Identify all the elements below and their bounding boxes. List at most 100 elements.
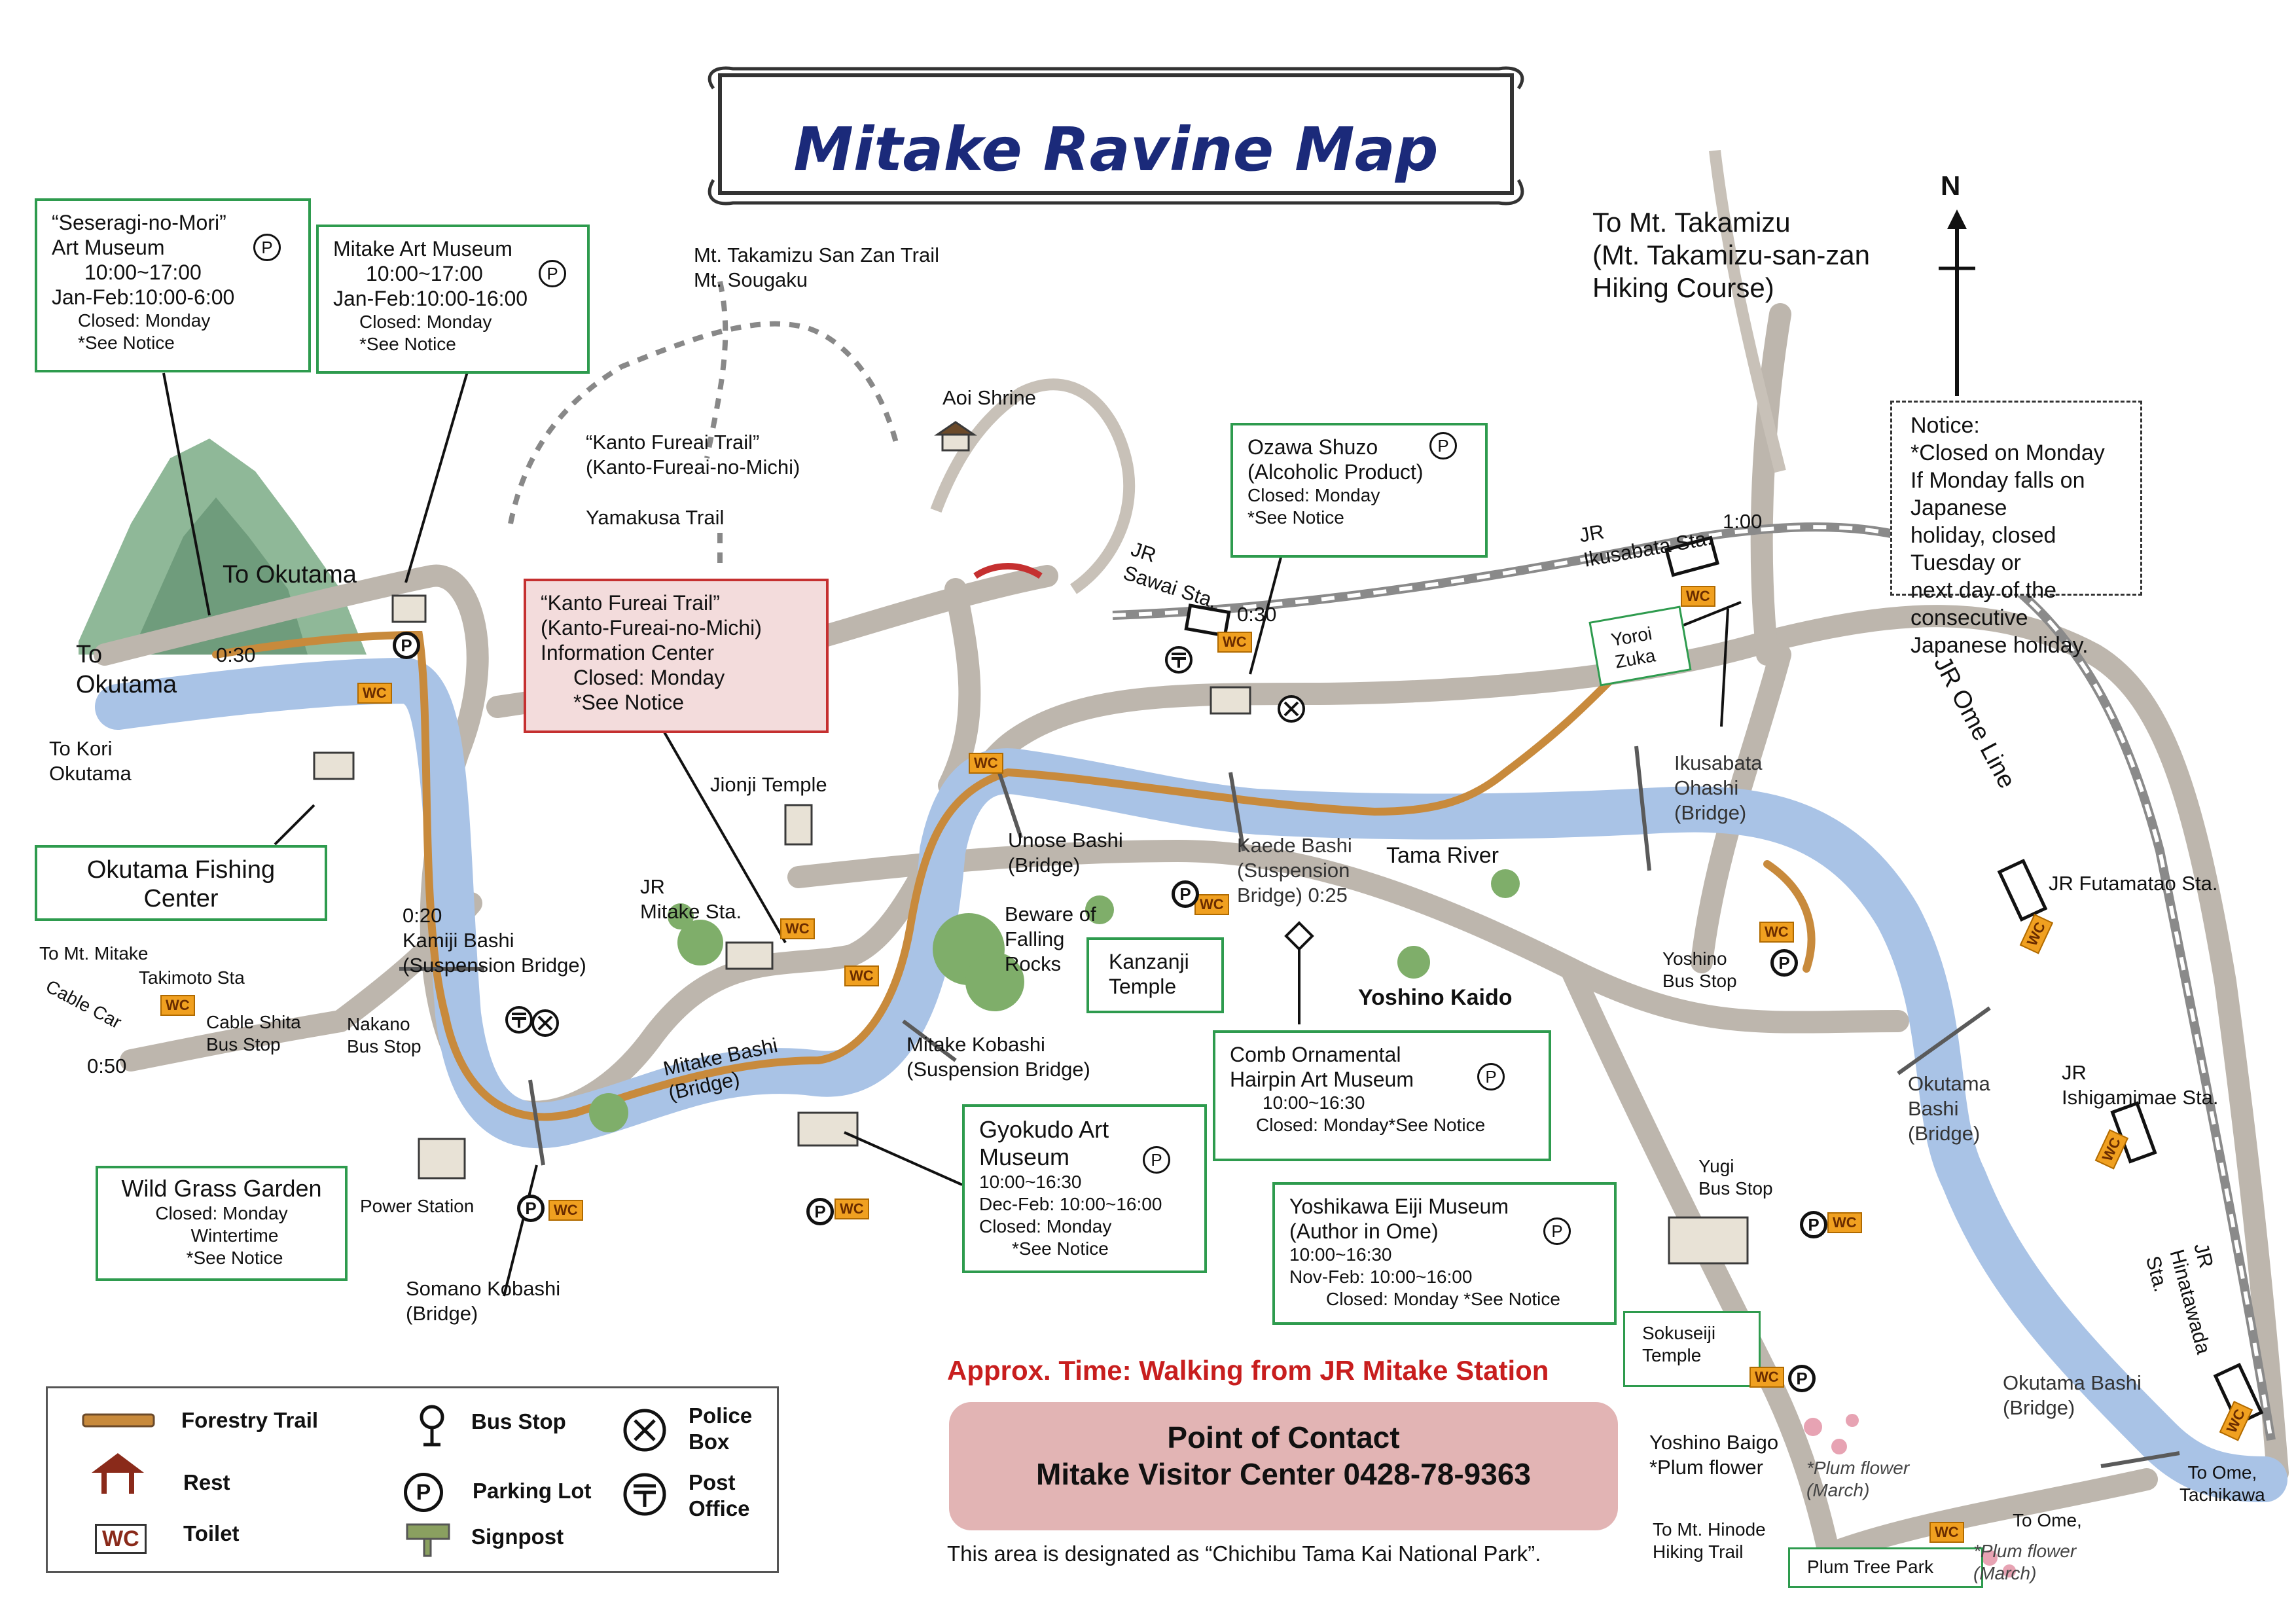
- legend-signpost-label: Signpost: [471, 1524, 564, 1549]
- forestry-trail-icon: [82, 1413, 155, 1428]
- toilet-icon: WC: [780, 918, 815, 939]
- ikusabata-ohashi-label: Ikusabata Ohashi (Bridge): [1674, 751, 1763, 824]
- yamakusa-trail-label: Yamakusa Trail: [586, 506, 725, 529]
- forestry-trail: [212, 630, 1816, 1121]
- parking-icon: P: [1172, 880, 1199, 908]
- north-label: N: [1941, 170, 1961, 201]
- parking-icon: P: [404, 1473, 443, 1512]
- kaede-bashi-label: Kaede Bashi (Suspension Bridge) 0:25: [1237, 834, 1352, 907]
- kamiji-bashi-label: 0:20 Kamiji Bashi (Suspension Bridge): [403, 904, 586, 977]
- legend-toilet-label: Toilet: [183, 1521, 240, 1545]
- plum-flowers: [1804, 1414, 2016, 1577]
- parking-icon: P: [1429, 432, 1457, 460]
- seseragi-museum-box[interactable]: “Seseragi-no-Mori” Art Museum 10:00~17:0…: [35, 198, 311, 372]
- toilet-icon: WC: [1749, 1367, 1784, 1388]
- bridges: [399, 746, 2180, 1468]
- north-arrow-icon: [1939, 209, 1975, 396]
- to-ome-label: To Ome,: [2013, 1510, 2082, 1530]
- time-label: 0:30: [216, 643, 256, 666]
- jr-futamatao-station-label: JR Futamatao Sta.: [2049, 872, 2218, 895]
- shrine-bridge: [973, 563, 1043, 579]
- notice-box: Notice: *Closed on Monday If Monday fall…: [1890, 401, 2142, 658]
- to-ome-tachikawa-label: To Ome, Tachikawa: [2179, 1462, 2265, 1505]
- jionji-temple-label: Jionji Temple: [710, 773, 827, 796]
- legend-police-label: Police Box: [689, 1403, 753, 1454]
- ozawa-shuzo-box[interactable]: Ozawa Shuzo (Alcoholic Product) Closed: …: [1230, 423, 1488, 558]
- parking-icon: P: [806, 1198, 834, 1225]
- plum-flower-note: *Plum flower (March): [1973, 1541, 2077, 1583]
- kanto-info-center-box[interactable]: “Kanto Fureai Trail” (Kanto-Fureai-no-Mi…: [524, 579, 829, 733]
- to-mt-mitake-label: To Mt. Mitake: [39, 943, 149, 964]
- notice-line: holiday, closed Tuesday or: [1910, 523, 2056, 575]
- legend-rest-label: Rest: [183, 1470, 230, 1494]
- parking-icon: P: [517, 1195, 545, 1222]
- time-label: 0:30: [1237, 603, 1277, 626]
- post-office-icon: [1165, 646, 1193, 674]
- jr-mitake-station-label: JR Mitake Sta.: [640, 875, 742, 923]
- wild-grass-garden-box[interactable]: Wild Grass Garden Closed: Monday Wintert…: [96, 1166, 348, 1281]
- okutama-fishing-center-box[interactable]: Okutama Fishing Center: [35, 845, 327, 921]
- takimoto-station-label: Takimoto Sta: [139, 967, 245, 988]
- yugi-bus-stop-label: Yugi Bus Stop: [1698, 1156, 1773, 1198]
- aoi-shrine-label: Aoi Shrine: [942, 386, 1037, 409]
- plum-flower-note: *Plum flower (March): [1806, 1458, 1910, 1500]
- upper-roads: [930, 149, 1786, 594]
- legend-post-label: Post Office: [689, 1470, 750, 1521]
- jr-ishigamimae-station-label: JR Ishigamimae Sta.: [2062, 1061, 2219, 1109]
- legend-forestry-label: Forestry Trail: [181, 1408, 319, 1432]
- toilet-icon: WC: [1929, 1522, 1964, 1543]
- contact-panel: Point of Contact Mitake Visitor Center 0…: [949, 1402, 1618, 1530]
- yoshikawa-museum-box[interactable]: Yoshikawa Eiji Museum (Author in Ome) 10…: [1272, 1182, 1617, 1325]
- okutama-bashi-label: Okutama Bashi (Bridge): [2003, 1371, 2142, 1419]
- power-station-label: Power Station: [360, 1196, 475, 1216]
- notice-line: *Closed on Monday: [1910, 441, 2105, 465]
- contact-phone: Mitake Visitor Center 0428-78-9363: [1036, 1457, 1531, 1491]
- falling-rocks-label: Beware of Falling Rocks: [1005, 903, 1096, 975]
- kanto-fureai-trail-label: “Kanto Fureai Trail” (Kanto-Fureai-no-Mi…: [586, 431, 800, 478]
- police-box-icon: [1278, 695, 1305, 723]
- legend-bus-stop-label: Bus Stop: [471, 1409, 566, 1433]
- toilet-icon: WC: [357, 683, 392, 704]
- to-kori-okutama-label: To Kori Okutama: [49, 737, 132, 785]
- to-mt-takamizu-label: To Mt. Takamizu (Mt. Takamizu-san-zan Hi…: [1592, 207, 1871, 303]
- time-label: 1:00: [1723, 510, 1763, 533]
- parking-icon: P: [539, 260, 566, 287]
- yoshino-baigo-label: Yoshino Baigo *Plum flower: [1649, 1431, 1779, 1479]
- toilet-icon: WC: [548, 1200, 583, 1221]
- toilet-icon: WC: [969, 753, 1003, 774]
- to-mt-hinode-label: To Mt. Hinode Hiking Trail: [1653, 1519, 1766, 1562]
- signpost-icon: [406, 1523, 450, 1557]
- post-office-icon: [505, 1006, 533, 1034]
- bus-stop-icon: [420, 1405, 444, 1447]
- time-label: 0:50: [87, 1054, 127, 1077]
- approx-time-heading: Approx. Time: Walking from JR Mitake Sta…: [947, 1355, 1549, 1386]
- toilet-icon: WC: [1681, 586, 1715, 607]
- pointer-lines: [162, 369, 1742, 1297]
- parking-icon: P: [1788, 1365, 1816, 1392]
- tama-river-label: Tama River: [1386, 843, 1499, 868]
- buildings: [313, 421, 1749, 1265]
- nakano-bus-stop-label: Nakano Bus Stop: [347, 1014, 422, 1056]
- map-title: Mitake Ravine Map: [793, 115, 1439, 185]
- police-box-icon: [623, 1409, 666, 1452]
- parking-icon: P: [1770, 949, 1798, 977]
- toilet-icon: WC: [160, 995, 195, 1016]
- parking-icon: P: [393, 632, 420, 659]
- kanzanji-temple-box[interactable]: Kanzanji Temple: [1086, 937, 1224, 1013]
- parking-icon: P: [1543, 1217, 1571, 1245]
- to-okutama-label: To Okutama: [76, 641, 177, 698]
- toilet-icon: WC: [834, 1198, 869, 1219]
- somano-kobashi-label: Somano Kobashi (Bridge): [406, 1277, 561, 1325]
- comb-hairpin-museum-box[interactable]: Comb Ornamental Hairpin Art Museum 10:00…: [1213, 1030, 1551, 1161]
- to-okutama-label: To Okutama: [223, 561, 357, 588]
- unose-bashi-label: Unose Bashi (Bridge): [1008, 829, 1123, 876]
- san-zan-trail-label: Mt. Takamizu San Zan Trail Mt. Sougaku: [694, 243, 940, 291]
- sokuseiji-temple-box[interactable]: Sokuseiji Temple: [1623, 1311, 1761, 1387]
- gyokudo-museum-box[interactable]: Gyokudo Art Museum 10:00~16:30 Dec-Feb: …: [962, 1104, 1207, 1273]
- notice-line: If Monday falls on Japanese: [1910, 468, 2085, 520]
- notice-heading: Notice:: [1910, 413, 1980, 438]
- plum-tree-park-box[interactable]: Plum Tree Park: [1788, 1547, 1983, 1588]
- mitake-art-museum-box[interactable]: Mitake Art Museum 10:00~17:00 Jan-Feb:10…: [316, 225, 590, 374]
- contact-title: Point of Contact: [1167, 1420, 1400, 1454]
- notice-line: next day of the consecutive: [1910, 578, 2057, 630]
